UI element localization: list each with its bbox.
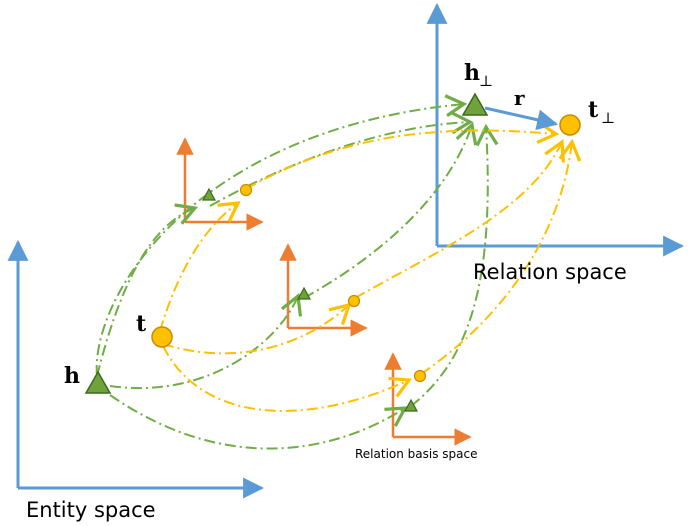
basis-axes-3 — [384, 352, 472, 446]
projected-head-triangle-relation-space — [461, 92, 489, 116]
relation-vector-r — [484, 106, 559, 131]
projected-tail-circle-relation-space — [559, 114, 581, 136]
label-h-perp-subscript: ⊥ — [479, 72, 493, 90]
tail-circle-basis-2 — [347, 294, 361, 308]
basis-axes-2 — [279, 243, 368, 337]
basis-axes-1 — [176, 137, 264, 231]
tail-circle-basis-1 — [239, 183, 253, 197]
label-h-perp-letter: h — [464, 60, 480, 86]
label-t-perp-subscript: ⊥ — [601, 109, 615, 127]
entity-space-title: Entity space — [26, 498, 156, 522]
green-projection-paths — [95, 94, 499, 450]
label-r: r — [514, 86, 525, 110]
entity-space-axes — [7, 239, 265, 499]
label-t-perp-letter: t — [588, 97, 599, 123]
relation-space-axes — [426, 2, 685, 257]
label-h-perp: h ⊥ — [464, 60, 493, 90]
label-t: t — [136, 311, 147, 337]
label-t-perp: t ⊥ — [588, 97, 615, 127]
head-triangle-basis-3 — [403, 398, 419, 412]
yellow-projection-paths — [159, 121, 582, 412]
head-triangle-basis-2 — [296, 286, 312, 300]
head-entity-triangle — [84, 370, 112, 394]
relation-space-title: Relation space — [473, 260, 627, 284]
tail-circle-basis-3 — [413, 369, 427, 383]
relation-basis-space-title: Relation basis space — [355, 447, 478, 461]
head-triangle-basis-1 — [201, 187, 217, 201]
label-h: h — [64, 363, 80, 389]
tail-entity-circle — [151, 326, 173, 348]
